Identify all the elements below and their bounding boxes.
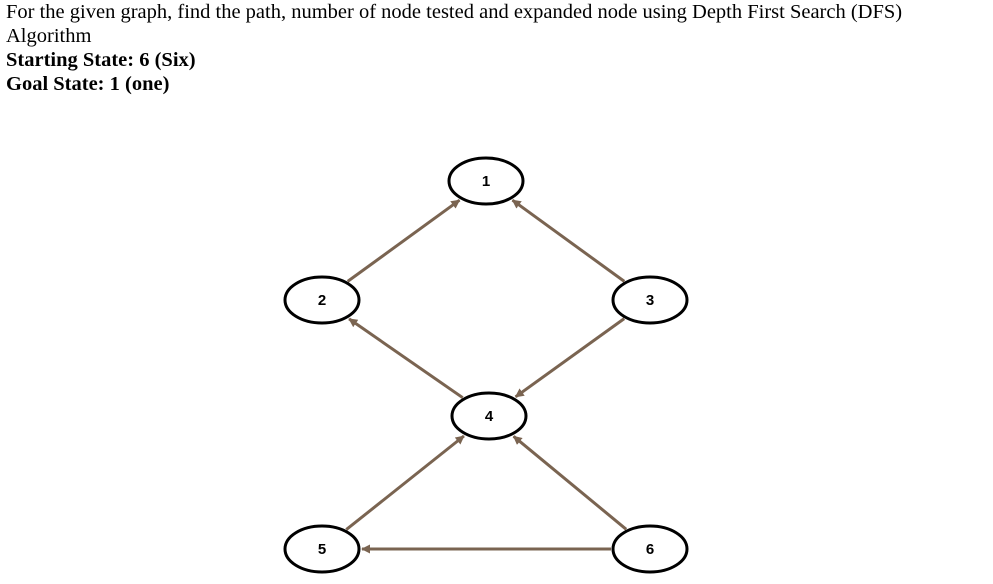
node-circle <box>450 391 528 441</box>
node-2: 2 <box>283 275 361 325</box>
goal-state: Goal State: 1 (one) <box>6 73 170 95</box>
edges-layer <box>345 198 628 554</box>
node-label: 4 <box>485 408 494 425</box>
node-circle <box>611 275 689 325</box>
nodes-layer: 1 2 3 4 5 6 <box>283 156 689 574</box>
question-text: For the given graph, find the path, numb… <box>6 0 991 96</box>
node-4: 4 <box>450 391 528 441</box>
node-label: 2 <box>318 292 326 309</box>
edge-6-to-4 <box>512 435 628 531</box>
node-1: 1 <box>447 156 525 206</box>
edge-4-to-2 <box>348 317 464 399</box>
node-circle <box>447 156 525 206</box>
node-circle <box>611 524 689 574</box>
node-circle <box>283 275 361 325</box>
node-label: 6 <box>646 541 654 558</box>
edge-3-to-4 <box>514 317 626 399</box>
node-3: 3 <box>611 275 689 325</box>
node-label: 1 <box>482 173 490 190</box>
start-state: Starting State: 6 (Six) <box>6 49 196 71</box>
node-5: 5 <box>283 524 361 574</box>
edge-2-to-1 <box>346 198 461 283</box>
question-prompt: For the given graph, find the path, numb… <box>6 1 903 47</box>
node-circle <box>283 524 361 574</box>
edge-3-to-1 <box>511 198 626 283</box>
node-6: 6 <box>611 524 689 574</box>
node-label: 5 <box>318 541 326 558</box>
edge-5-to-4 <box>345 434 465 531</box>
node-label: 3 <box>646 292 654 309</box>
